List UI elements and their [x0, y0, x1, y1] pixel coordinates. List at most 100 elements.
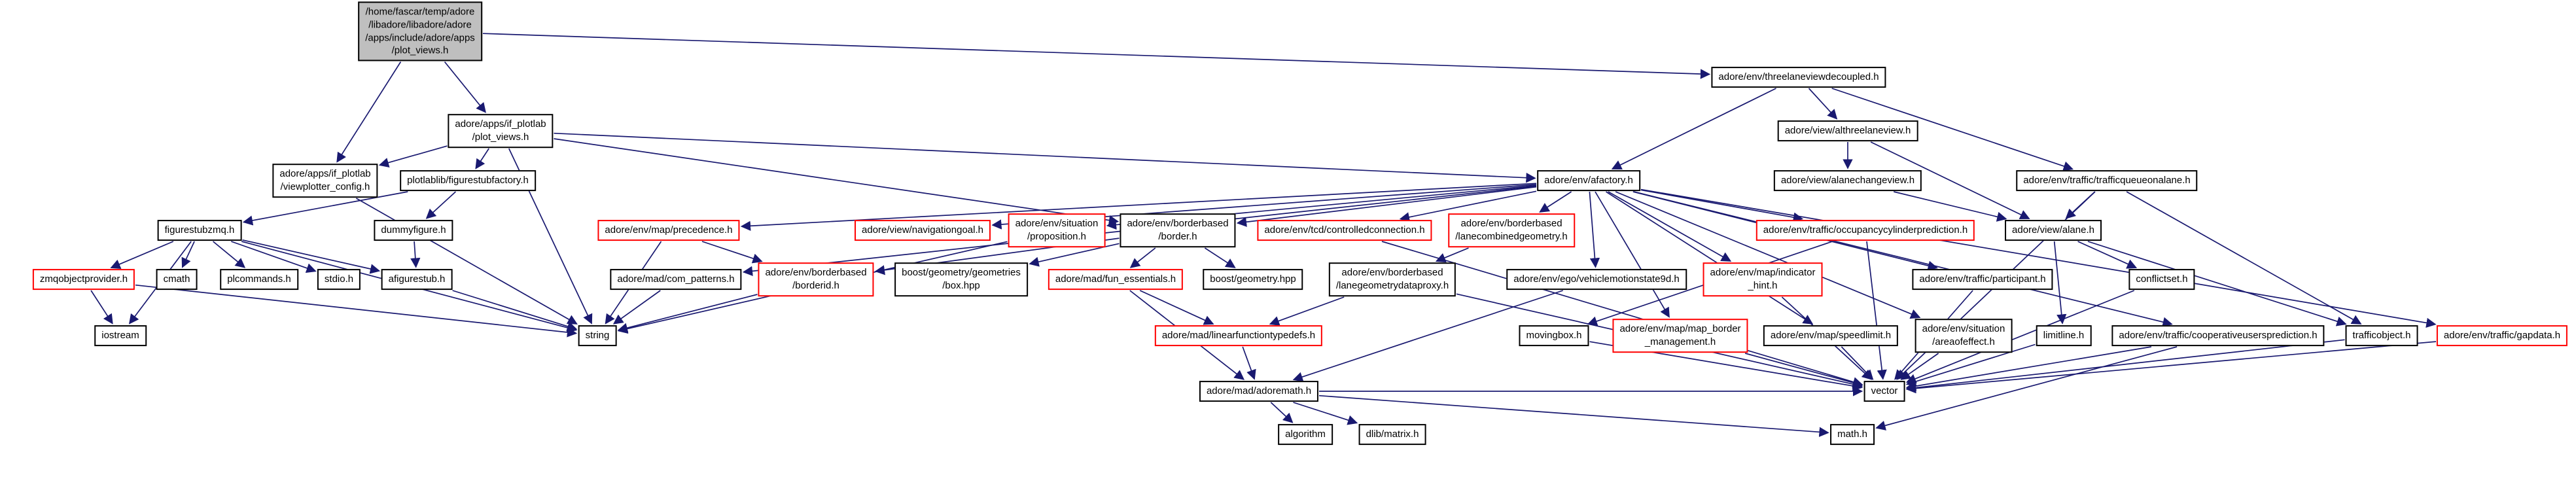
node-gapdata[interactable]: adore/env/traffic/gapdata.h	[2436, 325, 2568, 346]
node-stdio[interactable]: stdio.h	[317, 269, 361, 290]
edge-funess-linfun	[1139, 290, 1214, 325]
node-alane[interactable]: adore/view/alane.h	[2005, 220, 2102, 241]
node-dummy[interactable]: dummyfigure.h	[374, 220, 453, 241]
node-viewplotcfg[interactable]: adore/apps/if_plotlab /viewplotter_confi…	[272, 164, 378, 198]
node-adoremath[interactable]: adore/mad/adoremath.h	[1199, 381, 1319, 402]
edge-alanechange-alane	[1894, 191, 2007, 222]
edge-afactory-areaeff	[1615, 191, 1921, 319]
node-preced[interactable]: adore/env/map/precedence.h	[597, 220, 740, 241]
node-navgoal[interactable]: adore/view/navigationgoal.h	[855, 220, 991, 241]
node-tqueue[interactable]: adore/env/traffic/trafficqueueonalane.h	[2016, 170, 2198, 191]
edge-figzmq-afig	[242, 239, 381, 274]
node-lanegeoproxy[interactable]: adore/env/borderbased /lanegeometrydatap…	[1328, 262, 1456, 296]
edge-linfun-adoremath	[1242, 346, 1256, 380]
node-propos[interactable]: adore/env/situation /proposition.h	[1008, 213, 1106, 247]
edge-speedlim-vector	[1841, 346, 1874, 380]
edge-figzmq-zmqprov	[110, 241, 174, 269]
edge-plotviews2-border	[554, 138, 1120, 226]
edge-afactory-indhint	[1608, 191, 1732, 262]
node-trafobj[interactable]: trafficobject.h	[2345, 325, 2418, 346]
node-figfactory[interactable]: plotlablib/figurestubfactory.h	[400, 170, 536, 191]
edge-preced-borderid	[701, 241, 763, 264]
edge-tqueue-alane	[2065, 191, 2096, 219]
node-zmqprov[interactable]: zmqobjectprovider.h	[32, 269, 135, 290]
node-plotviews2[interactable]: adore/apps/if_plotlab /plot_views.h	[448, 114, 554, 148]
edge-plotviews2-afactory	[554, 132, 1536, 183]
edge-lanegeoproxy-linfun	[1269, 296, 1345, 326]
edge-root-plotviews2	[444, 61, 486, 113]
node-algorithm[interactable]: algorithm	[1278, 424, 1333, 445]
node-movbox[interactable]: movingbox.h	[1519, 325, 1589, 346]
node-lanecomb[interactable]: adore/env/borderbased /lanecombinedgeome…	[1448, 213, 1575, 247]
edge-lanecomb-lanegeoproxy	[1435, 247, 1469, 263]
node-conflict[interactable]: conflictset.h	[2128, 269, 2195, 290]
edge-afactory-gapdata	[1640, 188, 2437, 328]
node-athreelane[interactable]: adore/view/althreelaneview.h	[1777, 120, 1918, 141]
edge-afactory-occpred	[1640, 189, 1804, 222]
node-limitline[interactable]: limitline.h	[2036, 325, 2092, 346]
node-linfun[interactable]: adore/mad/linearfunctiontypedefs.h	[1154, 325, 1323, 346]
node-plcmd[interactable]: plcommands.h	[220, 269, 298, 290]
edge-mapborder-vector	[1744, 353, 1863, 388]
edge-root-tlvd	[482, 33, 1711, 79]
edge-viewplotcfg-string	[355, 198, 578, 325]
node-mapborder[interactable]: adore/env/map/map_border _management.h	[1612, 319, 1748, 353]
edge-plotviews2-viewplotcfg	[378, 145, 448, 167]
edge-border-boostgeo	[1204, 247, 1236, 268]
node-afig[interactable]: afigurestub.h	[381, 269, 453, 290]
edge-alane-trafobj	[2087, 241, 2347, 326]
edge-areaeff-vector	[1900, 353, 1939, 380]
edge-dummy-afig	[410, 241, 421, 268]
node-borderid[interactable]: adore/env/borderbased /borderid.h	[758, 262, 874, 296]
node-afactory[interactable]: adore/env/afactory.h	[1537, 170, 1640, 191]
node-tlvd[interactable]: adore/env/threelaneviewdecoupled.h	[1711, 67, 1886, 88]
edge-adoremath-dlib	[1293, 402, 1358, 425]
node-border[interactable]: adore/env/borderbased /border.h	[1120, 213, 1236, 247]
node-indhint[interactable]: adore/env/map/indicator _hint.h	[1703, 262, 1823, 296]
node-boostgeo[interactable]: boost/geometry.hpp	[1203, 269, 1303, 290]
edge-afactory-cooppred	[1633, 191, 2173, 327]
node-iostream[interactable]: iostream	[94, 325, 147, 346]
edge-compat-string	[612, 290, 661, 325]
edge-afactory-vms9d	[1589, 191, 1600, 268]
edge-cooppred-vector	[1905, 346, 2152, 391]
edge-adoremath-algorithm	[1270, 402, 1294, 423]
node-dlib[interactable]: dlib/matrix.h	[1358, 424, 1426, 445]
edge-root-viewplotcfg	[336, 62, 402, 163]
node-ctrlconn[interactable]: adore/env/tcd/controlledconnection.h	[1257, 220, 1432, 241]
node-alanechange[interactable]: adore/view/alanechangeview.h	[1773, 170, 1922, 191]
edge-border-funess	[1129, 247, 1156, 268]
edge-tlvd-athreelane	[1808, 88, 1838, 120]
edge-occpred-vector	[1866, 241, 1887, 380]
edge-tlvd-afactory	[1611, 88, 1776, 169]
node-areaeff[interactable]: adore/env/situation /areaofeffect.h	[1914, 319, 2013, 353]
edge-zmqprov-string	[135, 284, 578, 338]
node-compat[interactable]: adore/mad/com_patterns.h	[610, 269, 742, 290]
edge-borderid-string	[617, 294, 758, 333]
node-figzmq[interactable]: figurestubzmq.h	[157, 220, 242, 241]
edge-figfactory-dummy	[425, 191, 456, 219]
node-root: /home/fascar/temp/adore /libadore/libado…	[358, 1, 482, 62]
edge-figzmq-cmath	[181, 241, 195, 268]
edge-afactory-speedlim	[1606, 191, 1814, 325]
edge-figzmq-plcmd	[213, 241, 246, 268]
edge-tqueue-trafobj	[2126, 191, 2362, 325]
edge-zmqprov-iostream	[90, 290, 113, 325]
node-string[interactable]: string	[578, 325, 617, 346]
edge-afactory-lanecomb	[1539, 191, 1572, 213]
edge-plotviews2-figfactory	[475, 148, 489, 169]
node-speedlim[interactable]: adore/env/map/speedlimit.h	[1763, 325, 1899, 346]
node-vector[interactable]: vector	[1863, 381, 1905, 402]
edge-alane-conflict	[2077, 241, 2138, 269]
node-funess[interactable]: adore/mad/fun_essentials.h	[1048, 269, 1184, 290]
node-cmath[interactable]: cmath	[156, 269, 198, 290]
node-particip[interactable]: adore/env/traffic/participant.h	[1912, 269, 2053, 290]
edge-afig-string	[452, 290, 578, 332]
node-boxhpp[interactable]: boost/geometry/geometries /box.hpp	[894, 262, 1028, 296]
node-vms9d[interactable]: adore/env/ego/vehiclemotionstate9d.h	[1506, 269, 1687, 290]
node-cooppred[interactable]: adore/env/traffic/cooperativeuserspredic…	[2111, 325, 2325, 346]
node-math[interactable]: math.h	[1830, 424, 1875, 445]
node-occpred[interactable]: adore/env/traffic/occupancycylinderpredi…	[1756, 220, 1975, 241]
